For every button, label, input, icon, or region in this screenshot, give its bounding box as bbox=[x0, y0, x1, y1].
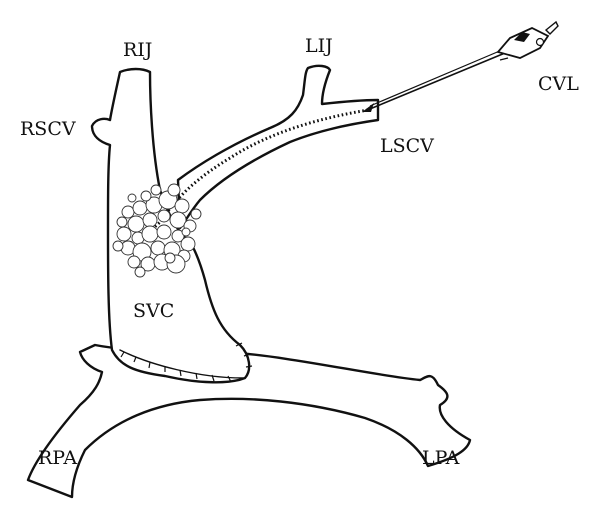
thrombus-bubble bbox=[180, 236, 196, 252]
label-rpa: RPA bbox=[38, 447, 77, 469]
label-svc: SVC bbox=[133, 300, 174, 322]
thrombus-bubble bbox=[150, 184, 162, 196]
thrombus-bubble bbox=[134, 266, 146, 278]
label-rscv: RSCV bbox=[20, 118, 76, 140]
pulmonary-artery bbox=[26, 343, 472, 499]
label-lpa: LPA bbox=[422, 447, 460, 469]
thrombus-bubble bbox=[121, 205, 135, 219]
thrombus-bubble bbox=[171, 229, 185, 243]
left-brachiocephalic-vein bbox=[176, 64, 380, 230]
label-lscv: LSCV bbox=[380, 135, 434, 157]
label-rij: RIJ bbox=[123, 39, 152, 61]
label-cvl: CVL bbox=[538, 73, 579, 95]
thrombus-bubble bbox=[127, 193, 137, 203]
superior-vena-cava bbox=[90, 67, 251, 384]
thrombus-bubble bbox=[116, 216, 128, 228]
thrombus-bubble bbox=[164, 252, 176, 264]
label-lij: LIJ bbox=[305, 35, 333, 57]
stitch-mark bbox=[179, 369, 182, 377]
stitch-mark bbox=[227, 375, 232, 383]
thrombus-cluster bbox=[112, 183, 202, 278]
stitch-mark bbox=[245, 365, 253, 368]
stitch-mark bbox=[133, 356, 137, 363]
thrombus-bubble bbox=[127, 215, 145, 233]
thrombus-bubble bbox=[132, 200, 148, 216]
thrombus-bubble bbox=[190, 208, 202, 220]
catheter-line-inner bbox=[369, 49, 503, 107]
stitch-mark bbox=[235, 342, 243, 347]
stitch-mark bbox=[120, 351, 125, 358]
thrombus-bubble bbox=[112, 240, 124, 252]
thrombus-bubble bbox=[116, 226, 132, 242]
thrombus-bubble bbox=[156, 224, 172, 240]
cvl-hub-icon bbox=[496, 20, 559, 61]
stitch-mark bbox=[148, 361, 151, 369]
thrombus-bubble bbox=[127, 255, 141, 269]
thrombus-bubble bbox=[141, 225, 159, 243]
thrombus-bubble bbox=[140, 190, 152, 202]
seam-stitches bbox=[120, 342, 253, 383]
stitch-mark bbox=[195, 372, 198, 380]
thrombus-bubble bbox=[169, 211, 187, 229]
thrombus-bubble bbox=[174, 198, 190, 214]
catheter-line bbox=[364, 52, 506, 112]
thrombus-bubble bbox=[142, 212, 158, 228]
thrombus-bubble bbox=[167, 183, 181, 197]
thrombus-bubble bbox=[181, 227, 191, 237]
thrombus-bubble bbox=[150, 240, 166, 256]
stitch-mark bbox=[243, 353, 251, 357]
catheter-tip-arrow-icon bbox=[362, 103, 374, 112]
thrombus-bubble bbox=[157, 209, 171, 223]
stitch-mark bbox=[211, 374, 215, 382]
